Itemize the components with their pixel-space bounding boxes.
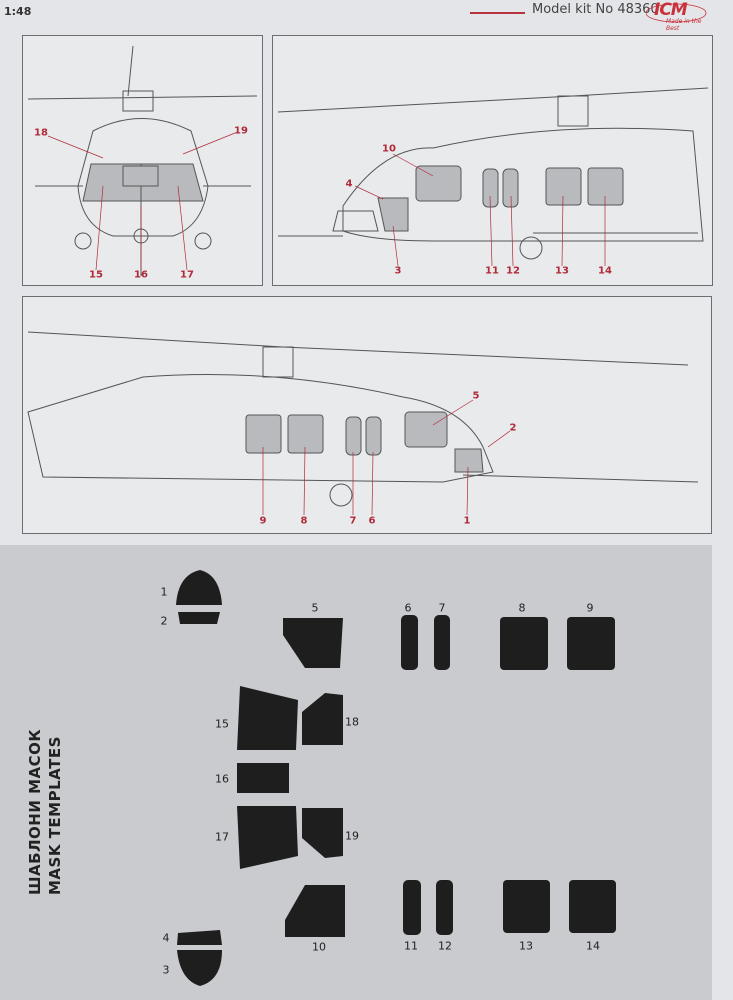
mask-9: [567, 617, 615, 670]
mask-18: [302, 693, 343, 745]
callout-8: 8: [300, 515, 308, 527]
callout-4: 4: [345, 178, 353, 190]
mask-1: [176, 570, 222, 605]
mask-5: [283, 618, 343, 668]
mask-17: [237, 806, 298, 869]
callout-13: 13: [555, 265, 569, 277]
mask-label-5: 5: [311, 601, 319, 615]
mask-label-18: 18: [345, 715, 359, 729]
mask-10: [285, 885, 345, 937]
mask-label-4: 4: [162, 931, 170, 945]
mask-label-11: 11: [404, 939, 418, 953]
mask-label-9: 9: [586, 601, 594, 615]
mask-label-17: 17: [215, 830, 229, 844]
callout-2: 2: [509, 422, 517, 434]
mask-13: [503, 880, 550, 933]
callout-5: 5: [472, 390, 480, 402]
right-side-view-panel: 10 4 3 11 12 13 14: [272, 35, 713, 286]
mask-8: [500, 617, 548, 670]
mask-3: [177, 950, 222, 986]
mask-15: [237, 686, 298, 750]
kit-number: Model kit No 48360: [532, 2, 659, 17]
mask-7: [434, 615, 450, 670]
mask-label-15: 15: [215, 717, 229, 731]
scale-label: 1:48: [4, 5, 32, 18]
callout-7: 7: [349, 515, 357, 527]
callout-10: 10: [382, 143, 396, 155]
callout-17: 17: [180, 269, 194, 281]
front-view-panel: 18 19 15 16 17: [22, 35, 263, 286]
callout-14: 14: [598, 265, 612, 277]
mask-label-1: 1: [160, 585, 168, 599]
callout-1: 1: [463, 515, 471, 527]
callout-6: 6: [368, 515, 376, 527]
left-side-view-panel: 5 2 9 8 7 6 1: [22, 296, 712, 534]
callout-11: 11: [485, 265, 499, 277]
callout-3: 3: [394, 265, 402, 277]
mask-label-13: 13: [519, 939, 533, 953]
helicopter-left-side-drawing: [27, 331, 699, 516]
callout-16: 16: [134, 269, 148, 281]
mask-label-12: 12: [438, 939, 452, 953]
mask-14: [569, 880, 616, 933]
mask-12: [436, 880, 453, 935]
callout-15: 15: [89, 269, 103, 281]
mask-label-10: 10: [312, 940, 326, 954]
mask-label-3: 3: [162, 963, 170, 977]
header-divider: [470, 12, 525, 14]
mask-11: [403, 880, 421, 935]
mask-label-8: 8: [518, 601, 526, 615]
helicopter-front-drawing: [27, 45, 258, 276]
mask-6: [401, 615, 418, 670]
mask-label-2: 2: [160, 614, 168, 628]
mask-label-6: 6: [404, 601, 412, 615]
callout-12: 12: [506, 265, 520, 277]
mask-4: [177, 930, 222, 945]
mask-label-16: 16: [215, 772, 229, 786]
helicopter-right-side-drawing: [277, 87, 709, 267]
mask-19: [302, 808, 343, 858]
mask-16: [237, 763, 289, 793]
callout-18: 18: [34, 127, 48, 139]
callout-19: 19: [234, 125, 248, 137]
callout-9: 9: [259, 515, 267, 527]
mask-label-14: 14: [586, 939, 600, 953]
mask-label-19: 19: [345, 829, 359, 843]
mask-label-7: 7: [438, 601, 446, 615]
mask-2: [178, 612, 220, 624]
